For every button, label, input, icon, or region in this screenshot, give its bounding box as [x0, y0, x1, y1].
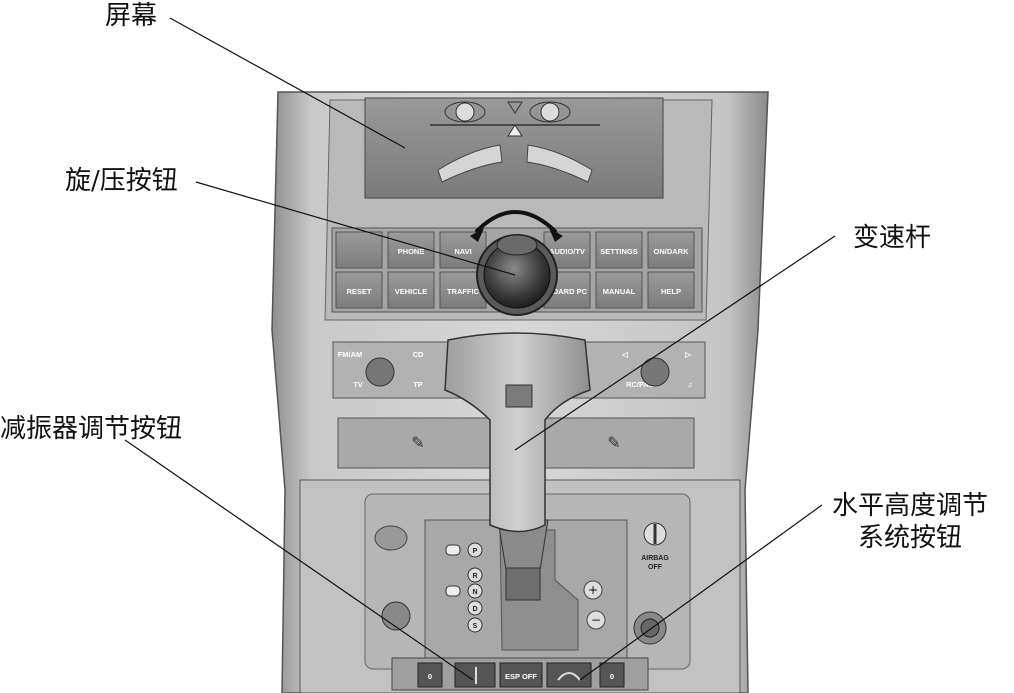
callout-level-control-line2: 系统按钮 [832, 522, 988, 554]
lock-icon-n [446, 586, 460, 596]
power-socket [382, 602, 410, 630]
pcm-button-label: MANUAL [603, 287, 636, 296]
bottom-button-label: 0 [610, 672, 614, 681]
radio-right-label: ♫ [687, 380, 693, 389]
airbag-label-1: AIRBAG [641, 555, 669, 562]
pcm-button-label: TRAFFIC [447, 287, 480, 296]
pcm-button-label: SETTINGS [600, 247, 638, 256]
pcm-button-label: PHONE [398, 247, 425, 256]
bottom-button-3[interactable] [547, 663, 591, 687]
callout-gear-lever: 变速杆 [853, 222, 931, 254]
tray-icon-left: ✎ [411, 433, 424, 452]
gear-position-label: S [473, 623, 478, 630]
callout-screen: 屏幕 [105, 0, 157, 32]
pcm-button-label: RESET [346, 287, 371, 296]
pcm-button-label: VEHICLE [395, 287, 428, 296]
plus-label: + [588, 583, 598, 597]
pcm-button-label: HELP [661, 287, 681, 296]
gear-position-label: N [472, 589, 477, 596]
tray-icon-right: ✎ [607, 433, 620, 452]
pcm-button-label: ON/DARK [654, 247, 690, 256]
callout-level-control: 水平高度调节 系统按钮 [832, 490, 988, 554]
gear-position-label: R [472, 573, 477, 580]
pcm-button-label: NAVI [454, 247, 471, 256]
bottom-button-label: ESP OFF [505, 672, 537, 681]
radio-left-label: CD [413, 350, 424, 359]
radio-left-label: TP [413, 380, 423, 389]
bottom-button-label: 0 [428, 672, 432, 681]
gear-position-label: D [472, 606, 477, 613]
airbag-label-2: OFF [648, 564, 663, 571]
tuning-knob[interactable] [641, 358, 669, 386]
gear-position-label: P [473, 548, 478, 555]
lock-icon-p [446, 545, 460, 555]
screen [365, 98, 663, 198]
radio-left-label: TV [353, 380, 363, 389]
callout-shock-absorber-button: 减振器调节按钮 [0, 413, 182, 445]
radio-left-label: FM/AM [338, 350, 363, 359]
pcm-button-label: AUDIO/TV [549, 247, 585, 256]
rotary-knob[interactable] [477, 235, 557, 315]
callout-rotary-knob: 旋/压按钮 [65, 165, 178, 197]
pcm-button-top_row-0[interactable] [336, 232, 382, 268]
minus-label: − [591, 613, 601, 627]
volume-knob[interactable] [366, 358, 394, 386]
callout-level-control-line1: 水平高度调节 [832, 490, 988, 522]
